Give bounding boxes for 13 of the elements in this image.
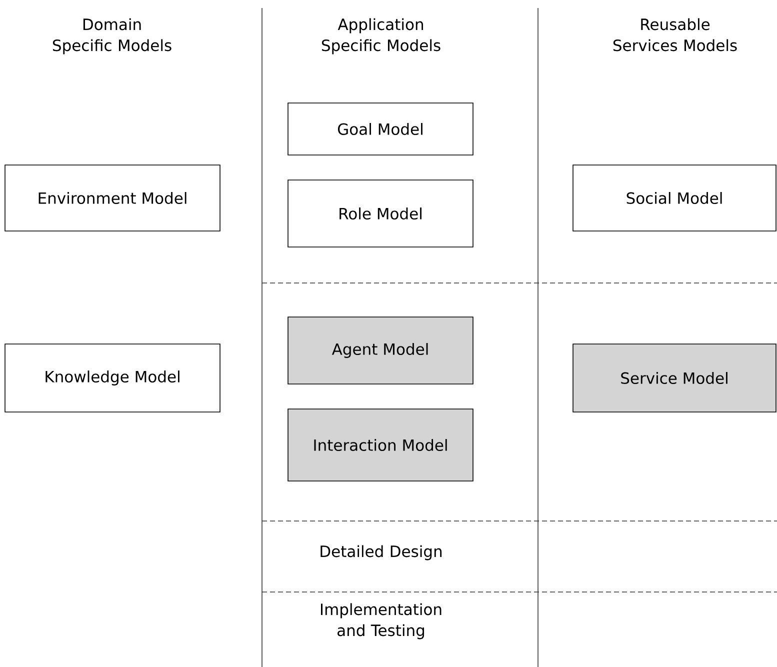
- column-heading: Application Specific Models: [322, 18, 440, 54]
- column-heading: Reusable Services Models: [613, 18, 737, 52]
- column-heading: Domain Specific Models: [52, 18, 172, 54]
- model-box: Knowledge Model: [4, 344, 220, 412]
- model-box: Role Model: [288, 180, 474, 248]
- model-box: Environment Model: [4, 164, 220, 232]
- model-box: Interaction Model: [288, 408, 474, 482]
- model-box: Agent Model: [288, 316, 474, 384]
- phase-label: Implementation and Testing: [320, 603, 442, 640]
- phase-label: Detailed Design: [320, 545, 442, 560]
- model-box: Goal Model: [288, 102, 474, 156]
- model-box: Social Model: [572, 164, 776, 232]
- model-box: Service Model: [572, 344, 776, 412]
